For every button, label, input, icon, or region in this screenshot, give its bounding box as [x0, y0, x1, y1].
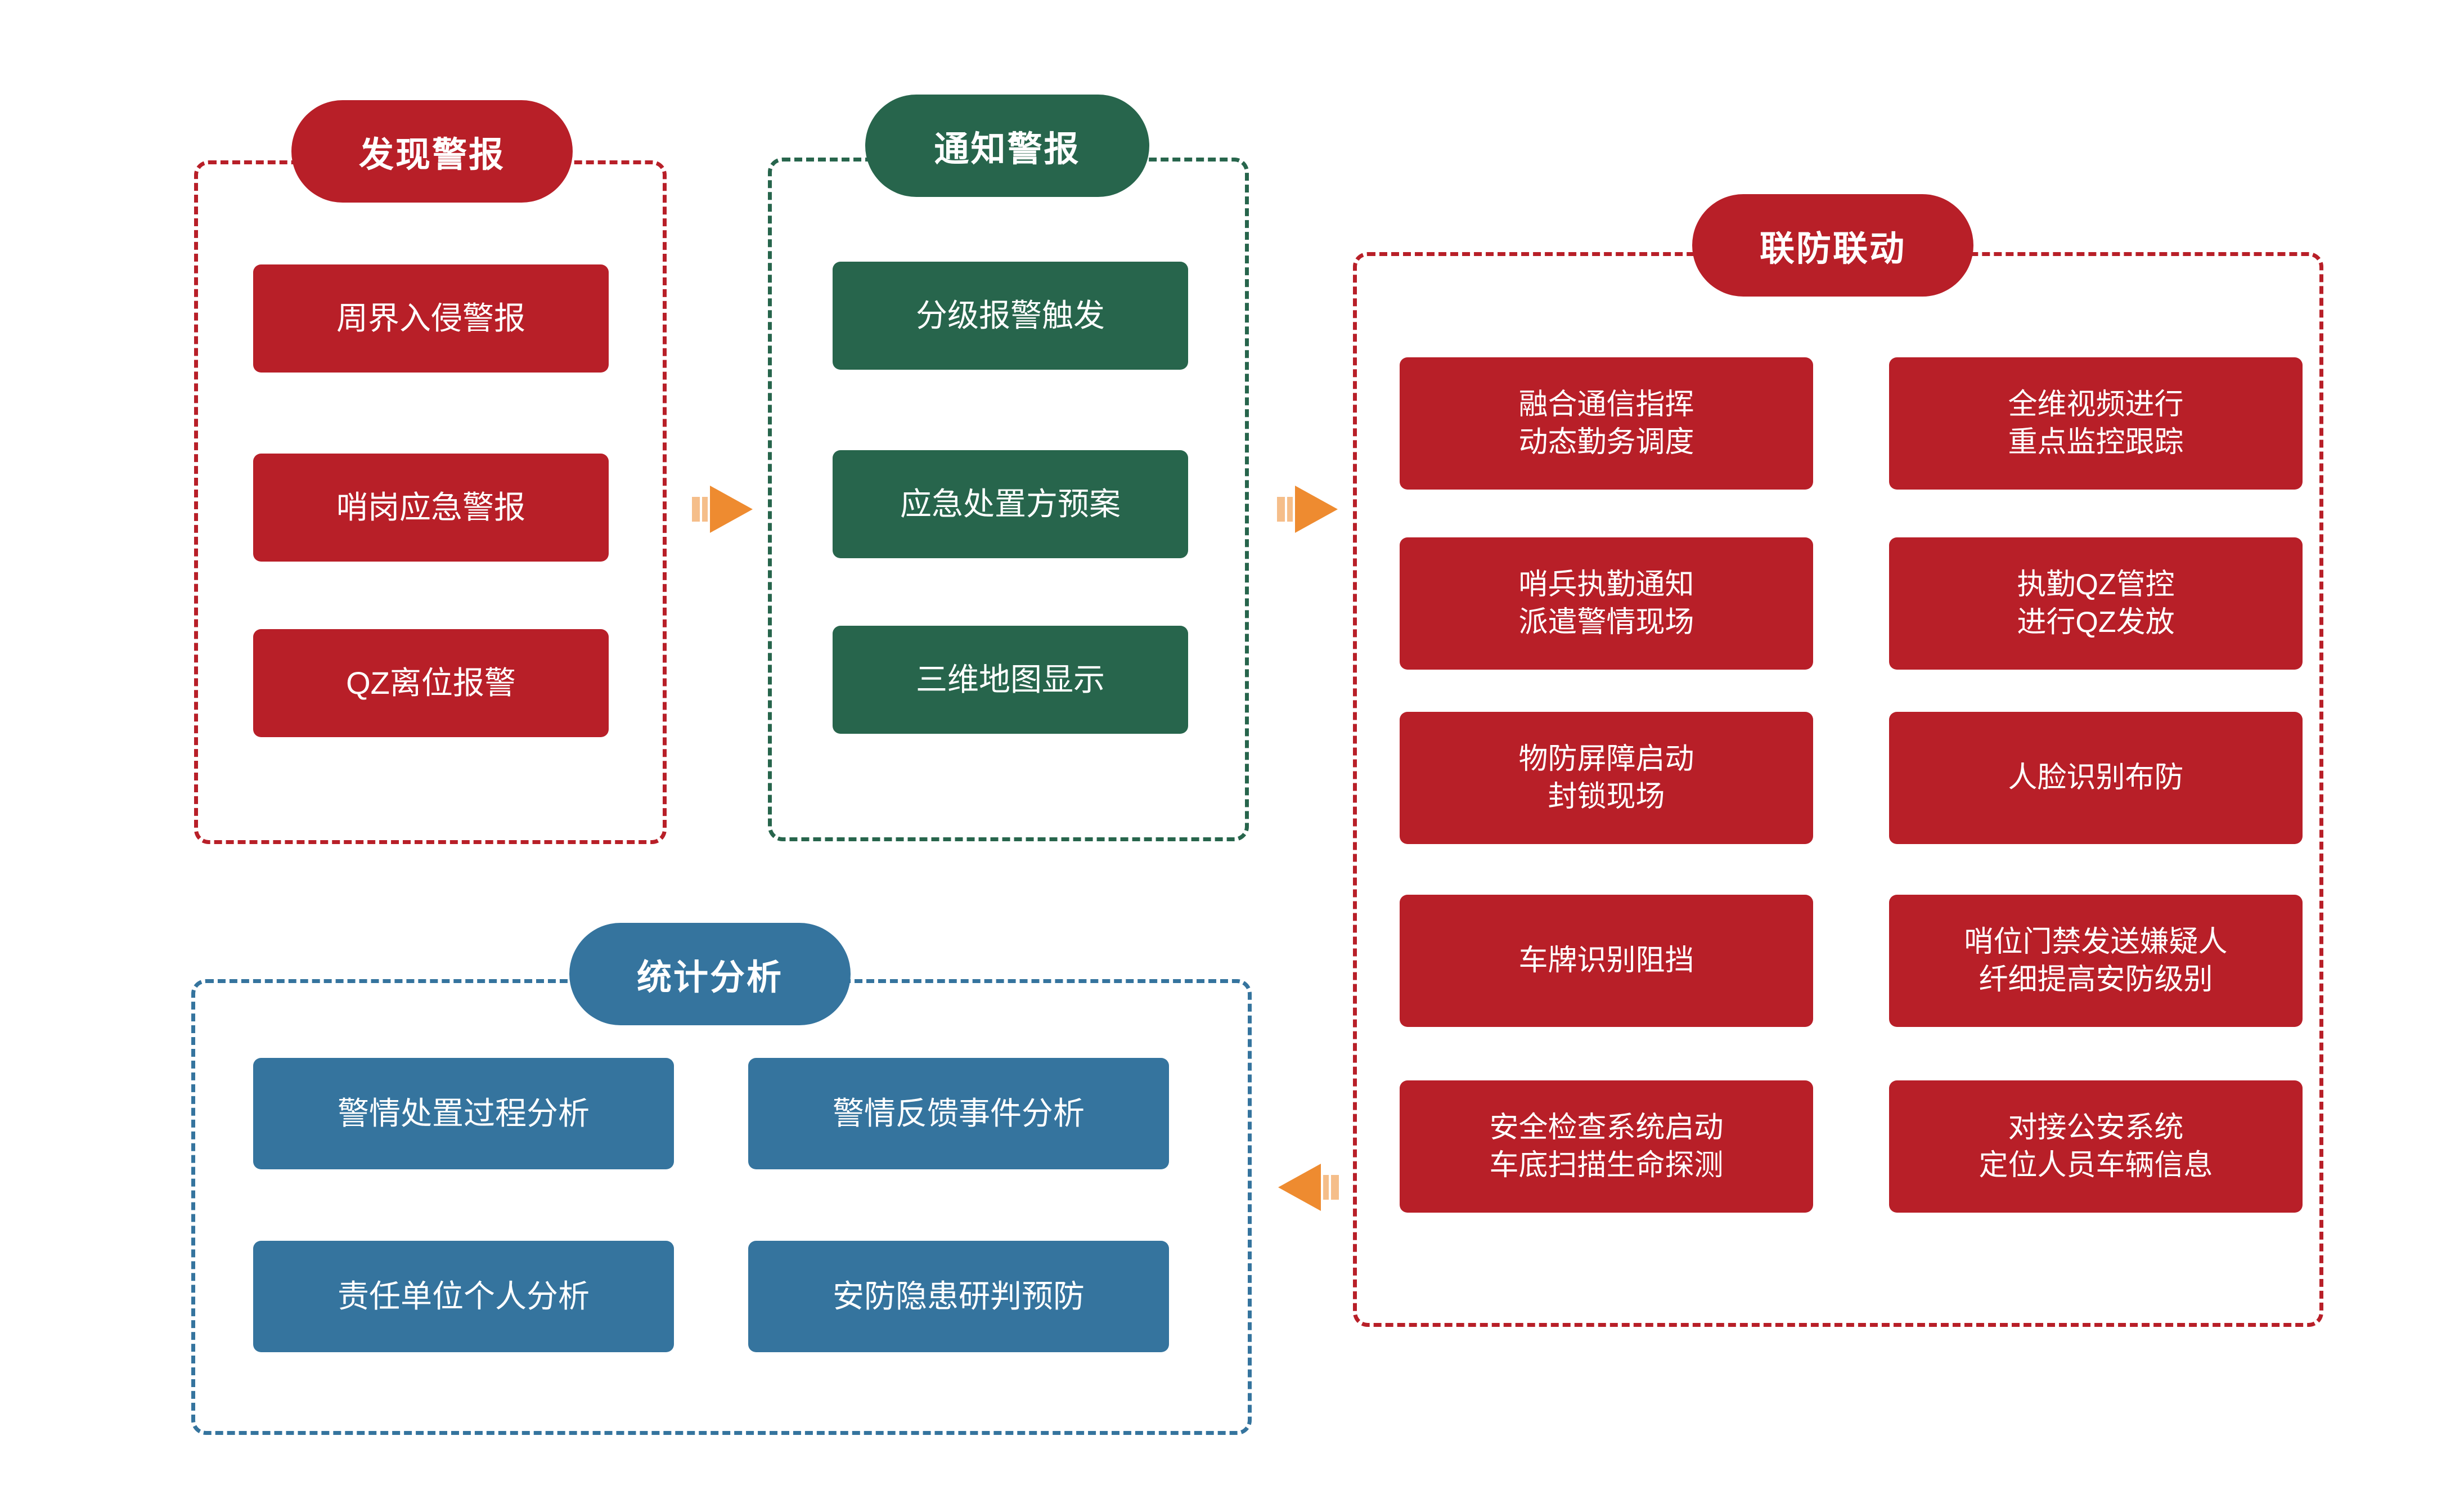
- item-label: 三维地图显示: [916, 662, 1105, 698]
- item-label: 全维视频进行 重点监控跟踪: [2008, 388, 2184, 459]
- section-title-joint-defense: 联防联动: [1692, 194, 1973, 297]
- item-box-qz-offpost-alarm[interactable]: QZ离位报警: [253, 629, 609, 737]
- item-label: 对接公安系统 定位人员车辆信息: [1979, 1111, 2213, 1182]
- arrow-right-icon-discover-to-notify: [692, 481, 759, 537]
- arrow-left-icon-joint-to-statistics: [1271, 1159, 1339, 1215]
- item-box-face-recognition-defense[interactable]: 人脸识别布防: [1889, 712, 2303, 844]
- item-label: 执勤QZ管控 进行QZ发放: [2017, 568, 2175, 639]
- section-title-notify-alarm: 通知警报: [865, 95, 1149, 197]
- item-box-perimeter-intrusion-alarm[interactable]: 周界入侵警报: [253, 264, 609, 373]
- item-label: 分级报警触发: [916, 298, 1105, 334]
- item-box-sentry-emergency-alarm[interactable]: 哨岗应急警报: [253, 454, 609, 562]
- item-label: 应急处置方预案: [900, 486, 1121, 522]
- item-label: 哨位门禁发送嫌疑人 纤细提高安防级别: [1964, 925, 2228, 996]
- item-label: 警情处置过程分析: [338, 1096, 590, 1132]
- item-box-plate-recognition-block[interactable]: 车牌识别阻挡: [1400, 895, 1813, 1027]
- section-title-statistic-analysis: 统计分析: [569, 923, 851, 1025]
- item-box-emergency-response-plan[interactable]: 应急处置方预案: [833, 450, 1188, 558]
- item-box-sentry-duty-dispatch[interactable]: 哨兵执勤通知 派遣警情现场: [1400, 537, 1813, 670]
- item-box-graded-alarm-trigger[interactable]: 分级报警触发: [833, 262, 1188, 370]
- item-label: 人脸识别布防: [2008, 761, 2184, 795]
- item-label: 周界入侵警报: [336, 300, 525, 337]
- item-box-omni-video-tracking[interactable]: 全维视频进行 重点监控跟踪: [1889, 357, 2303, 490]
- item-box-3d-map-display[interactable]: 三维地图显示: [833, 626, 1188, 734]
- item-box-police-system-link[interactable]: 对接公安系统 定位人员车辆信息: [1889, 1080, 2303, 1213]
- item-box-gate-suspect-alert[interactable]: 哨位门禁发送嫌疑人 纤细提高安防级别: [1889, 895, 2303, 1027]
- item-label: 警情反馈事件分析: [833, 1096, 1085, 1132]
- item-box-alarm-feedback-event-analysis[interactable]: 警情反馈事件分析: [748, 1058, 1169, 1169]
- item-label: 哨兵执勤通知 派遣警情现场: [1518, 568, 1694, 639]
- item-box-fusion-comm-command[interactable]: 融合通信指挥 动态勤务调度: [1400, 357, 1813, 490]
- item-label: 安防隐患研判预防: [833, 1278, 1085, 1314]
- item-box-duty-qz-control[interactable]: 执勤QZ管控 进行QZ发放: [1889, 537, 2303, 670]
- section-title-discover-alarm: 发现警报: [291, 100, 573, 203]
- item-box-responsible-unit-person-analysis[interactable]: 责任单位个人分析: [253, 1241, 674, 1352]
- item-box-security-check-scan[interactable]: 安全检查系统启动 车底扫描生命探测: [1400, 1080, 1813, 1213]
- item-box-alarm-handling-process-analysis[interactable]: 警情处置过程分析: [253, 1058, 674, 1169]
- item-label: 责任单位个人分析: [338, 1278, 590, 1314]
- arrow-right-icon-notify-to-joint: [1277, 481, 1345, 537]
- item-label: 哨岗应急警报: [336, 490, 525, 526]
- item-box-security-risk-prevention[interactable]: 安防隐患研判预防: [748, 1241, 1169, 1352]
- item-label: 融合通信指挥 动态勤务调度: [1518, 388, 1694, 459]
- item-box-physical-barrier-lockdown[interactable]: 物防屏障启动 封锁现场: [1400, 712, 1813, 844]
- item-label: 车牌识别阻挡: [1518, 944, 1694, 977]
- item-label: QZ离位报警: [346, 665, 516, 701]
- item-label: 物防屏障启动 封锁现场: [1518, 742, 1694, 813]
- section-container-statistic-analysis: [191, 979, 1252, 1435]
- item-label: 安全检查系统启动 车底扫描生命探测: [1489, 1111, 1724, 1182]
